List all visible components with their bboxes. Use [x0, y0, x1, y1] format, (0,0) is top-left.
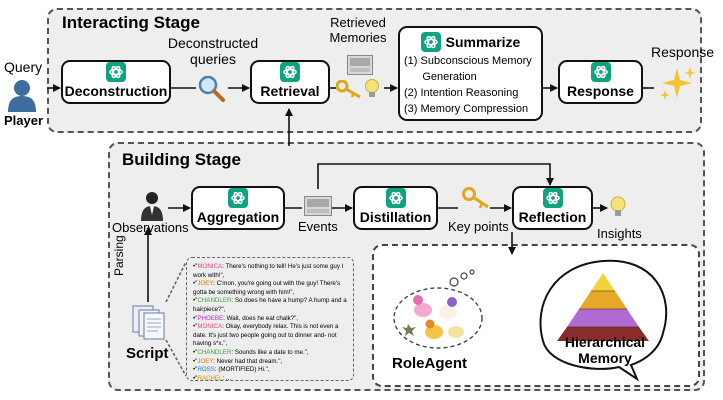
parsing-label: Parsing: [112, 235, 126, 276]
magnifying-glass-icon: [198, 75, 225, 102]
script-speaker: JOEY: [197, 280, 214, 288]
documents-icon: [132, 305, 165, 340]
script-line: •"CHANDLER: So does he have a hump? A hu…: [193, 297, 347, 314]
deconstructed-queries-label: Deconstructed queries: [167, 35, 259, 67]
script-line-bullet: •": [193, 374, 198, 381]
script-line-bullet: •": [193, 366, 198, 374]
openai-logo-icon: [228, 188, 248, 208]
script-text: : So does he have a hump? A hump and a h…: [193, 297, 347, 313]
script-excerpt-box: •"MONICA: There's nothing to tell! He's …: [186, 257, 354, 381]
response-node-label: Response: [567, 83, 634, 99]
dashed-link-bottom: [165, 339, 187, 377]
script-line: •"ROSS: (MORTIFIED) Hi.",: [193, 366, 347, 375]
retrieval-label: Retrieval: [260, 83, 320, 99]
script-speaker: JOEY: [197, 357, 214, 365]
script-speaker: RACHEL: [197, 374, 223, 381]
script-text: : Okay, everybody relax. This is not eve…: [193, 323, 339, 348]
hierarchical-memory-label: Hierarchical Memory: [564, 334, 646, 366]
light-bulb-icon: [365, 79, 379, 97]
distillation-label: Distillation: [359, 209, 432, 225]
script-text: : There's nothing to tell! He's just som…: [193, 263, 344, 279]
script-text: : (MORTIFIED) Hi.",: [214, 366, 270, 374]
summarize-step: Generation: [404, 71, 477, 83]
script-line: •"RACHEL: ...: [193, 374, 347, 381]
response-output-label: Response: [651, 44, 715, 60]
response-node: Response: [558, 60, 643, 104]
summarize-step: (1) Subconscious Memory: [404, 55, 532, 67]
script-line-bullet: •": [193, 323, 198, 331]
observer-person-icon: [141, 192, 163, 221]
arrow-events-to-reflection: [317, 163, 554, 189]
openai-logo-icon: [420, 32, 441, 52]
script-line: •"CHANDLER: Sounds like a date to me.",: [193, 349, 347, 358]
distillation-node: Distillation: [353, 186, 438, 230]
openai-logo-icon: [542, 188, 563, 208]
key-points-label: Key points: [448, 219, 509, 234]
insights-label: Insights: [597, 226, 642, 241]
summarize-step: (3) Memory Compression: [404, 103, 529, 115]
openai-logo-icon: [280, 62, 300, 82]
reflection-node: Reflection: [512, 186, 593, 230]
deconstruction-label: Deconstruction: [64, 83, 168, 99]
script-line: •"JOEY: Never had that dream.",: [193, 358, 347, 367]
role-agent-thought-icon: [393, 269, 483, 349]
retrieval-node: Retrieval: [250, 60, 330, 104]
script-line: •"PHOEBE: Wait, does he eat chalk?",: [193, 315, 347, 324]
script-line: •"MONICA: Okay, everybody relax. This is…: [193, 323, 347, 349]
script-label: Script: [126, 345, 169, 362]
person-silhouette-icon: [8, 80, 36, 112]
script-text: : Never had that dream.",: [213, 357, 283, 365]
summarize-label: Summarize: [445, 34, 521, 50]
script-line-bullet: •": [193, 297, 198, 305]
hierarchical-memory-icon: [539, 259, 668, 381]
script-line: •"JOEY: C'mon, you're going out with the…: [193, 280, 347, 297]
interacting-stage-title: Interacting Stage: [62, 13, 200, 32]
script-speaker: MONICA: [197, 263, 223, 270]
script-line-bullet: •": [193, 348, 198, 356]
reflection-label: Reflection: [518, 209, 587, 225]
events-label: Events: [298, 219, 338, 234]
role-agent-label: RoleAgent: [392, 355, 467, 372]
script-text: : C'mon, you're going out with the guy! …: [193, 280, 341, 296]
summarize-step: (2) Intention Reasoning: [404, 87, 519, 99]
script-speaker: PHOEBE: [197, 314, 224, 322]
script-line-bullet: •": [193, 357, 198, 365]
retrieved-memories-label: Retrieved Memories: [329, 15, 387, 45]
script-speaker: CHANDLER: [197, 297, 232, 305]
events-photo-icon: [304, 196, 332, 216]
light-bulb-icon: [610, 196, 626, 216]
building-stage-title: Building Stage: [122, 150, 241, 169]
script-line: •"MONICA: There's nothing to tell! He's …: [193, 263, 347, 280]
summarize-steps: (1) Subconscious Memory Generation (2) I…: [404, 53, 532, 117]
script-line-bullet: •": [193, 280, 198, 288]
script-text: : ...: [222, 374, 232, 381]
script-line-bullet: •": [193, 263, 198, 270]
player-label: Player: [4, 113, 44, 128]
memory-photo-icon: [347, 55, 373, 75]
script-speaker: MONICA: [197, 323, 223, 331]
dashed-link-top: [165, 261, 187, 303]
script-text: : Wait, does he eat chalk?",: [223, 314, 299, 322]
openai-logo-icon: [590, 62, 611, 82]
observations-label: Observations: [112, 220, 189, 235]
script-speaker: CHANDLER: [197, 348, 232, 356]
script-speaker: ROSS: [197, 366, 215, 374]
summarize-node: Summarize: [398, 26, 543, 121]
aggregation-node: Aggregation: [191, 186, 285, 230]
openai-logo-icon: [385, 188, 406, 208]
query-label: Query: [4, 59, 43, 75]
openai-logo-icon: [106, 62, 126, 82]
key-icon: [462, 187, 489, 209]
aggregation-label: Aggregation: [196, 209, 280, 225]
script-text: : Sounds like a date to me.",: [231, 348, 309, 356]
sparkles-icon: [660, 67, 696, 100]
key-icon: [336, 80, 361, 98]
deconstruction-node: Deconstruction: [61, 60, 171, 104]
script-line-bullet: •": [193, 314, 198, 322]
